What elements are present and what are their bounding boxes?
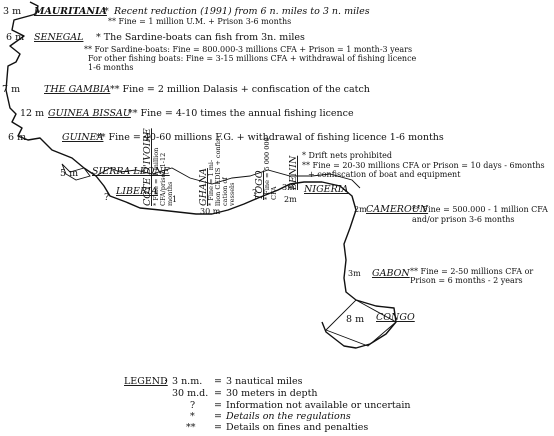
mauritania-name: MAURITANIA	[33, 6, 107, 17]
legend-key-0: 3 n.m.	[172, 376, 202, 387]
guinea-bissau-depth: 12 m	[20, 108, 44, 119]
benin-line2: ** Fine = 20-30 millions CFA or Prison =…	[302, 161, 545, 170]
legend-key-2: ?	[190, 400, 195, 411]
cote-divoire-v2: CFA/prison 1-12	[159, 153, 167, 206]
cameroun-depth: 2m	[354, 205, 367, 214]
legend-key-1: 30 m.d.	[172, 388, 208, 399]
gambia-depth: 7 m	[2, 84, 20, 95]
senegal-name: SENEGAL	[34, 32, 83, 43]
nigeria-name: NIGERIA	[303, 184, 348, 195]
togo-unknown: ?	[252, 188, 257, 199]
legend-sep-1: =	[214, 388, 222, 399]
senegal-line3: For other fishing boats: Fine = 3-15 mil…	[88, 54, 417, 63]
senegal-depth: 6 m	[6, 32, 24, 43]
liberia-unknown: ?	[104, 192, 109, 203]
senegal-line1: * The Sardine-boats can fish from 3n. mi…	[96, 32, 305, 43]
ghana-depth: 30 m	[200, 207, 221, 216]
legend-sep-4: =	[214, 422, 222, 433]
guinea-bissau-note: ** Fine = 4-10 times the annual fishing …	[128, 108, 354, 119]
benin-group: BENIN	[288, 155, 299, 191]
legend-desc-3: Details on the regulations	[225, 411, 351, 422]
gabon-depth: 3m	[348, 269, 361, 278]
ghana-v3: cation of	[221, 177, 229, 206]
cote-divoire-group: COTE D'IVOIRE * Fine = 1 million CFA/pri…	[142, 128, 174, 206]
ghana-v2: llion CEDIS + confis-	[214, 136, 222, 206]
legend-sep-0: =	[214, 376, 222, 387]
ghana-v4: vessels	[228, 183, 236, 207]
ghana-name: GHANA	[198, 168, 209, 206]
benin-line1: * Drift nets prohibited	[302, 151, 392, 160]
guinea-note: ** Fine = 40-60 millions F.G. + withdraw…	[96, 132, 444, 143]
legend-desc-4: Details on fines and penalties	[226, 422, 368, 433]
ghana-v1: * Fine = 1 mi-	[207, 160, 215, 206]
benin-depth: 3m	[282, 183, 295, 192]
legend-key-4: **	[186, 422, 196, 433]
guinea-name: GUINEA	[62, 132, 104, 143]
shelf-line	[95, 167, 361, 189]
congo-depth: 8 m	[346, 314, 364, 325]
legend-title: LEGEND	[124, 376, 168, 387]
mauritania-marker: *	[104, 6, 109, 17]
legend-desc-1: 30 meters in depth	[226, 388, 318, 399]
gabon-name: GABON	[372, 268, 410, 279]
togo-v2: CFA	[270, 186, 278, 200]
legend: LEGEND : 3 n.m. = 3 nautical miles 30 m.…	[124, 376, 411, 433]
guinea-depth: 6 m	[8, 132, 26, 143]
ghana-group: GHANA * Fine = 1 mi- llion CEDIS + confi…	[198, 136, 236, 207]
mauritania-line2: ** Fine = 1 million U.M. + Prison 3-6 mo…	[108, 17, 291, 26]
mauritania-line1: Recent reduction (1991) from 6 n. miles …	[113, 6, 370, 17]
mauritania-depth: 3 m	[3, 6, 21, 17]
sierra-leone-name: SIERRA LEONE	[92, 166, 170, 177]
senegal-line2: ** For Sardine-boats: Fine = 800.000-3 m…	[84, 45, 412, 54]
cameroun-line2: and/or prison 3-6 months	[412, 215, 515, 224]
cote-divoire-v3: months	[166, 182, 174, 206]
gambia-name: THE GAMBIA	[44, 84, 110, 95]
legend-desc-0: 3 nautical miles	[226, 376, 303, 387]
legend-key-3: *	[190, 411, 195, 422]
liberia-name: LIBERIA	[115, 186, 158, 197]
gambia-note: ** Fine = 2 million Dalasis + confiscati…	[110, 84, 370, 95]
legend-colon: :	[164, 376, 167, 387]
cameroun-line1: ** Fine = 500.000 - 1 million CFA	[412, 205, 548, 214]
legend-sep-2: =	[214, 400, 222, 411]
sierra-leone-border	[61, 163, 91, 181]
guinea-bissau-name: GUINEA BISSAU	[48, 108, 132, 119]
congo-name: CONGO	[376, 312, 415, 323]
togo-name: TOGO	[254, 170, 265, 200]
senegal-line4: 1-6 months	[88, 63, 133, 72]
legend-desc-2: Information not available or uncertain	[226, 400, 411, 411]
sierra-leone-depth: 5 m	[60, 168, 78, 179]
cote-divoire-name: COTE D'IVOIRE	[142, 128, 153, 206]
benin-name: BENIN	[288, 155, 299, 191]
cameroun-name: CAMEROUN	[366, 204, 429, 215]
togo-v1: * Fine = 5 000 000	[263, 137, 271, 200]
benin-line3: + confiscation of boat and equipment	[308, 170, 461, 179]
legend-sep-3: =	[214, 411, 222, 422]
congo-box	[325, 299, 397, 347]
togo-group: TOGO * Fine = 5 000 000 CFA	[254, 137, 278, 200]
cote-divoire-v1: * Fine = 1 million	[152, 148, 160, 206]
nigeria-depth: 2m	[284, 195, 297, 204]
cote-divoire-depth: 1	[172, 195, 177, 204]
gabon-line1: ** Fine = 2-50 millions CFA or	[410, 267, 533, 276]
gabon-line2: Prison = 6 months - 2 years	[410, 276, 523, 285]
